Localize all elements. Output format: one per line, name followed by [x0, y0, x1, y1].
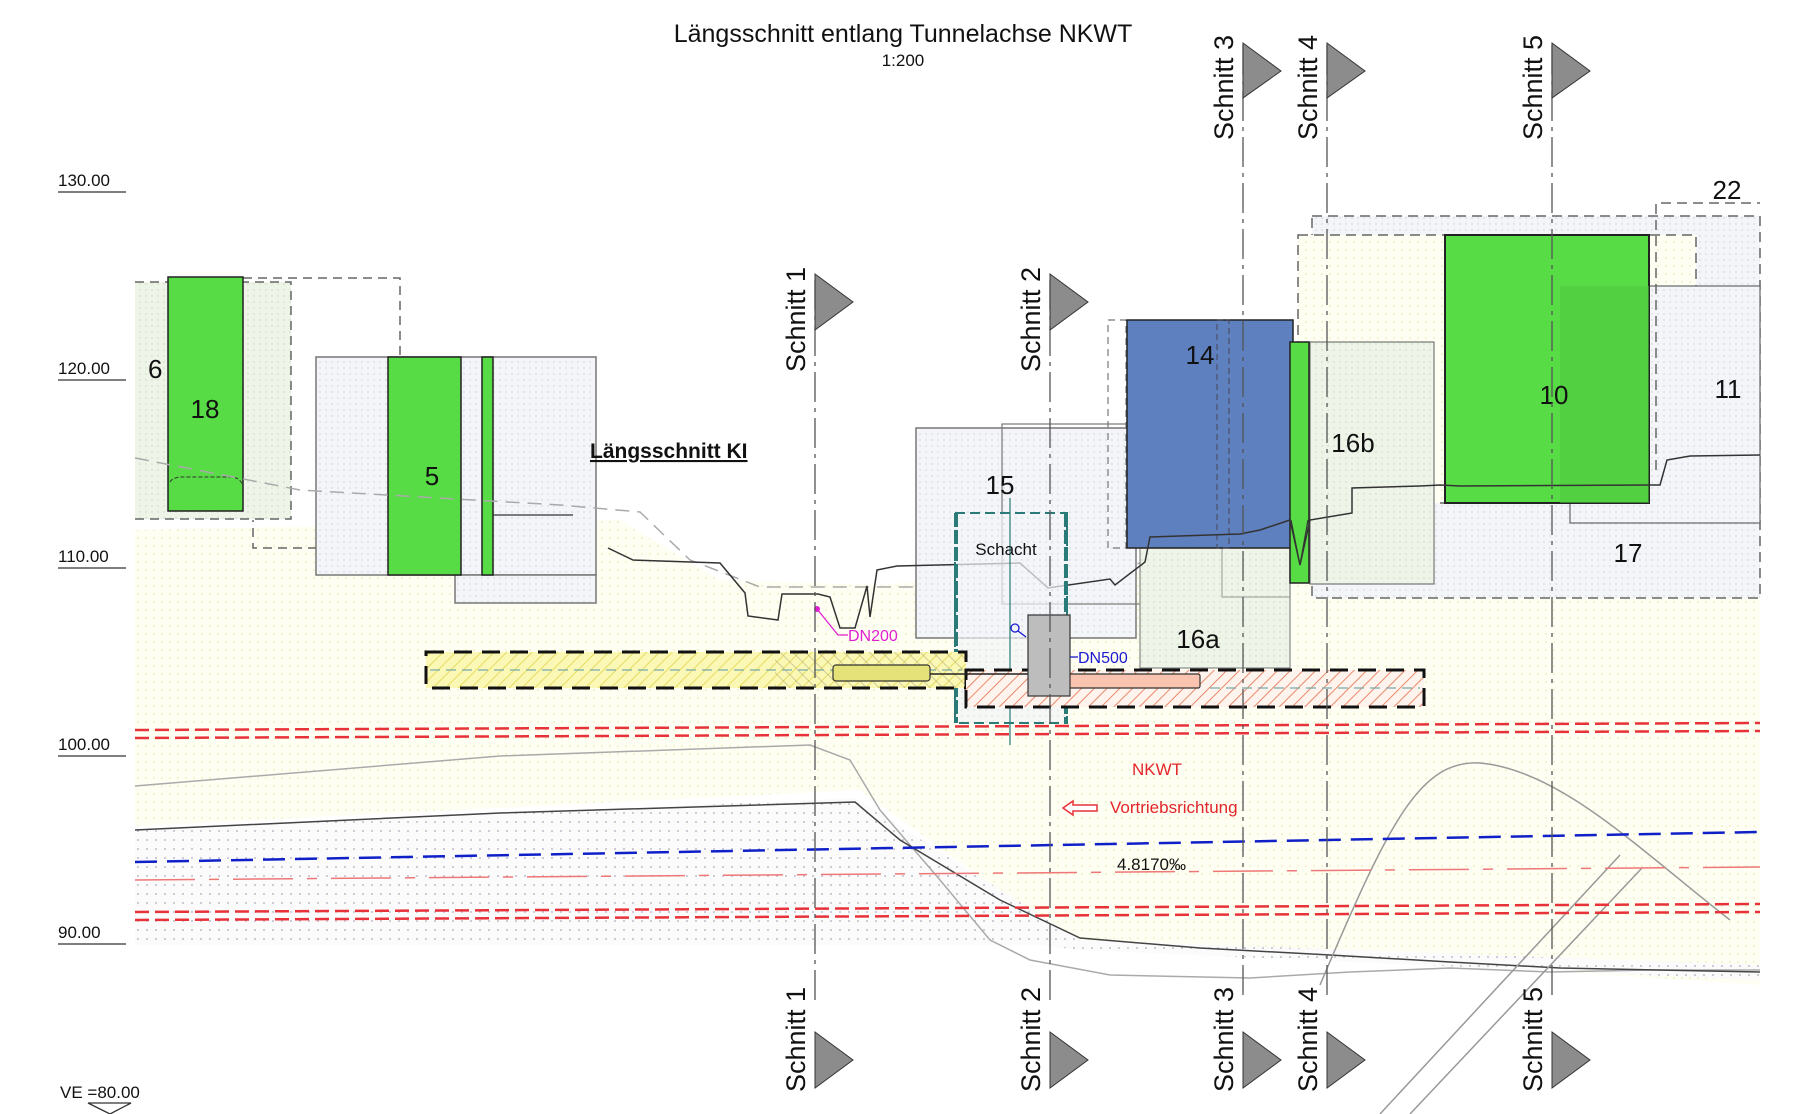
section-lines [814, 45, 1553, 1000]
reference-triangle-icon [87, 1102, 132, 1114]
building-label: 5 [425, 461, 439, 491]
geology-boundary-dark [134, 801, 1761, 973]
tunnel-name-label: NKWT [1132, 760, 1182, 779]
geology-boundary-grey [134, 744, 1760, 979]
geology-curve [1319, 762, 1731, 986]
section-label: Schnitt 4 [1293, 35, 1323, 140]
elevation-label: 100.00 [58, 735, 110, 754]
pipe-segment-yellow[interactable] [832, 664, 931, 682]
diagonal-line [1379, 854, 1621, 1114]
pipe-segment-salmon[interactable] [1066, 673, 1201, 689]
direction-arrow-icon [1061, 799, 1098, 817]
drawing-scale: 1:200 [882, 51, 925, 70]
annotation-dn500: DN500 [1010, 623, 1128, 667]
direction-label: Vortriebsrichtung [1110, 798, 1238, 817]
elevation-label: 90.00 [58, 923, 101, 942]
section-marker-2-bottom[interactable]: Schnitt 2 [1016, 987, 1089, 1092]
building-label: 16b [1331, 428, 1374, 458]
building-22: 22 [1655, 175, 1760, 470]
elevation-label: 130.00 [58, 171, 110, 190]
section-marker-3-bottom[interactable]: Schnitt 3 [1209, 987, 1282, 1092]
building-16b-wall[interactable] [1289, 341, 1310, 584]
section-label: Schnitt 3 [1209, 35, 1239, 140]
section-marker-5-top[interactable]: Schnitt 5 [1518, 35, 1591, 140]
dn500-label: DN500 [1078, 650, 1128, 667]
section-label: Schnitt 4 [1293, 987, 1323, 1092]
section-flag-icon [814, 273, 854, 331]
section-flag-icon [1242, 1031, 1282, 1089]
section-label: Schnitt 5 [1518, 35, 1548, 140]
section-label: Schnitt 2 [1016, 267, 1046, 372]
building-label: 15 [986, 470, 1015, 500]
elevation-label: 110.00 [58, 547, 109, 566]
section-label: Schnitt 2 [1016, 987, 1046, 1092]
section-kl-label[interactable]: Längsschnitt KI [590, 440, 748, 463]
section-flag-icon [1242, 42, 1282, 99]
building-label: 17 [1614, 538, 1643, 568]
section-label: Schnitt 3 [1209, 987, 1239, 1092]
section-flag-icon [1049, 1031, 1089, 1089]
section-marker-2-top[interactable]: Schnitt 2 [1016, 267, 1089, 372]
section-marker-5-bottom[interactable]: Schnitt 5 [1518, 987, 1591, 1092]
vertical-reference-label: VE =80.00 [60, 1083, 140, 1102]
section-flag-icon [1326, 1031, 1366, 1089]
diagonal-line [1409, 867, 1643, 1114]
tunnel-bottom-line [134, 902, 1761, 922]
building-14[interactable]: 14 [1107, 319, 1294, 549]
drawing-title: Längsschnitt entlang Tunnelachse NKWT [674, 20, 1133, 48]
section-marker-4-top[interactable]: Schnitt 4 [1293, 35, 1366, 140]
building-label: 16a [1176, 624, 1220, 654]
building-label: 14 [1186, 340, 1215, 370]
pipe-zone-yellow [424, 650, 968, 690]
section-flag-icon [1551, 42, 1591, 99]
building-10[interactable]: 10 [1444, 234, 1650, 504]
section-flag-icon [1551, 1031, 1591, 1089]
building-label: 18 [191, 394, 220, 424]
building-label: 22 [1713, 175, 1742, 205]
building-5[interactable]: 5 [387, 356, 573, 576]
section-marker-1-top[interactable]: Schnitt 1 [781, 267, 854, 372]
gradient-label: 4.8170‰ [1117, 855, 1186, 874]
ground-surface-line [607, 454, 1761, 629]
section-label: Schnitt 1 [781, 267, 811, 372]
section-flag-icon [814, 1031, 854, 1089]
building-18[interactable]: 18 [167, 276, 244, 512]
section-marker-4-bottom[interactable]: Schnitt 4 [1293, 987, 1366, 1092]
section-marker-3-top[interactable]: Schnitt 3 [1209, 35, 1282, 140]
section-flag-icon [1326, 42, 1366, 99]
section-label: Schnitt 5 [1518, 987, 1548, 1092]
tunnel-invert-axis [134, 866, 1761, 881]
section-flag-icon [1049, 273, 1089, 331]
elevation-ruler: 130.00 120.00 110.00 100.00 90.00 [58, 171, 126, 945]
terrain-reference-line [134, 457, 1761, 588]
shaft-label: Schacht [975, 540, 1037, 559]
tunnel-axis-line [134, 830, 1761, 864]
building-label: 6 [148, 354, 162, 384]
launch-block[interactable] [1027, 614, 1071, 697]
section-marker-1-bottom[interactable]: Schnitt 1 [781, 987, 854, 1092]
section-label: Schnitt 1 [781, 987, 811, 1092]
tunnel-top-line [134, 721, 1761, 740]
building-label-11: 11 [1715, 374, 1742, 404]
elevation-label: 120.00 [58, 359, 110, 378]
soil-layer-upper [135, 520, 1760, 985]
dn200-label: DN200 [848, 628, 898, 645]
building-label: 10 [1540, 380, 1569, 410]
building-16b: 16b [1309, 341, 1435, 585]
